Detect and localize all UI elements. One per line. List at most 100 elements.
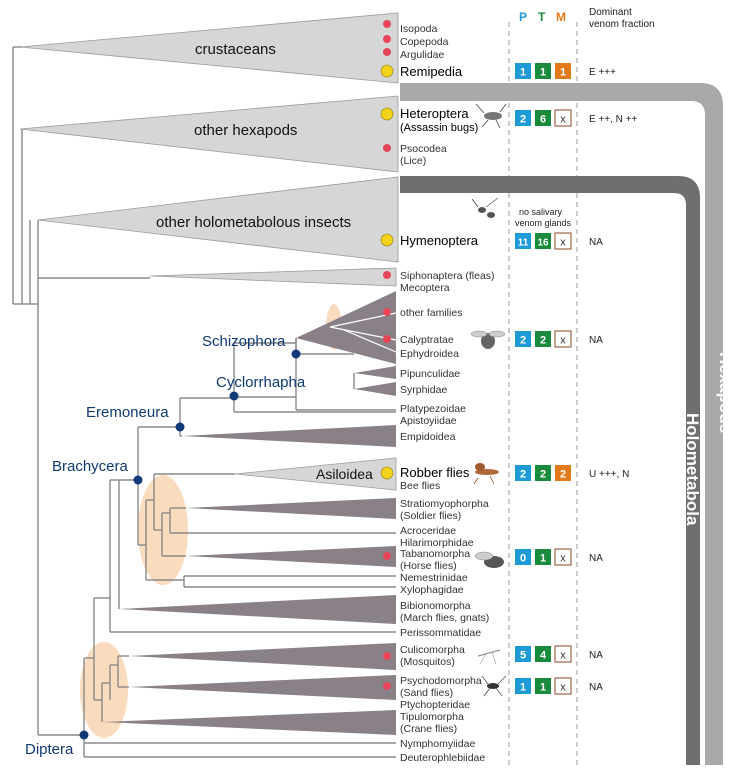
taxon-acroceridae: Acroceridae — [400, 525, 456, 537]
taxon-nymphomyiidae: Nymphomyiidae — [400, 738, 475, 750]
count-value-m: x — [560, 682, 566, 694]
robber-fly-icon — [473, 463, 499, 485]
count-box-m — [555, 63, 571, 79]
taxon-bee-flies: Bee flies — [400, 480, 440, 492]
count-value-t: 1 — [540, 553, 546, 565]
taxon-empidoidea: Empidoidea — [400, 431, 456, 443]
count-box-p — [515, 331, 531, 347]
taxon-xylophagidae: Xylophagidae — [400, 584, 464, 596]
wasp-icon — [471, 197, 499, 218]
count-box-m — [554, 330, 572, 348]
taxon-culicomorpha-sub: (Mosquitos) — [400, 656, 455, 668]
header-dominant-2: venom fraction — [589, 19, 655, 30]
taxon-perissommatidae: Perissommatidae — [400, 627, 481, 639]
count-box-t — [535, 646, 551, 662]
taxon-mecoptera: Mecoptera — [400, 282, 450, 294]
count-value-p: 2 — [520, 469, 526, 481]
count-value-m: x — [560, 335, 566, 347]
header-p: P — [519, 10, 527, 24]
taxon-tipulomorpha: Tipulomorpha — [400, 711, 464, 723]
schizophora-node — [291, 349, 301, 359]
dominant-fraction: NA — [589, 553, 603, 564]
taxon-argulidae: Argulidae — [400, 49, 445, 61]
count-value-m: x — [560, 114, 566, 126]
count-box-m — [554, 232, 572, 250]
count-box-m — [554, 677, 572, 695]
yellow-dots — [380, 64, 394, 480]
count-value-m: 1 — [560, 67, 566, 79]
taxon-syrphidae: Syrphidae — [400, 384, 447, 396]
taxon-platypezoidae: Platypezoidae — [400, 403, 466, 415]
column-header: P T M Dominant venom fraction — [519, 7, 655, 30]
taxon-tabanomorpha: Tabanomorpha — [400, 548, 470, 560]
count-box-p — [515, 678, 531, 694]
count-box-p — [515, 63, 531, 79]
other-holometabolous-label: other holometabolous insects — [156, 214, 351, 231]
count-value-m: x — [560, 237, 566, 249]
header-t: T — [538, 10, 546, 24]
taxon-hymenoptera: Hymenoptera — [400, 233, 479, 248]
count-value-p: 2 — [520, 335, 526, 347]
horse-fly-icon — [474, 551, 504, 568]
count-value-p: 2 — [520, 114, 526, 126]
count-box-p — [515, 646, 531, 662]
asiloidea-label: Asiloidea — [316, 466, 373, 482]
count-value-t: 6 — [540, 114, 546, 126]
count-box-m — [554, 109, 572, 127]
count-value-t: 16 — [537, 238, 549, 249]
count-value-t: 2 — [540, 335, 546, 347]
taxon-robber-flies: Robber flies — [400, 465, 470, 480]
collapsed-clades-dark — [102, 291, 396, 735]
taxon-psocodea: Psocodea — [400, 143, 447, 155]
taxon-tipulomorpha-sub: (Crane flies) — [400, 723, 457, 735]
taxon-isopoda: Isopoda — [400, 23, 438, 35]
taxon-heteroptera-sub: (Assassin bugs) — [400, 122, 478, 134]
count-value-m: x — [560, 650, 566, 662]
other-hexapods-label: other hexapods — [194, 122, 297, 139]
highlight-ellipses — [80, 304, 342, 738]
collapsed-clades-light — [19, 12, 399, 491]
count-value-m: x — [560, 553, 566, 565]
taxon-hilarimorphidae: Hilarimorphidae — [400, 537, 474, 549]
no-glands-2: venom glands — [515, 218, 572, 228]
brachycera-node — [133, 475, 143, 485]
taxon-ephydroidea: Ephydroidea — [400, 348, 459, 360]
dominant-fraction: E ++, N ++ — [589, 114, 638, 125]
dominant-fraction: E +++ — [589, 67, 616, 78]
count-box-t — [535, 549, 551, 565]
taxon-nemestrinidae: Nemestrinidae — [400, 572, 468, 584]
eremoneura-node — [175, 422, 185, 432]
count-box-t — [535, 331, 551, 347]
diptera-label: Diptera — [25, 741, 74, 758]
taxon-bibionomorpha-sub: (March flies, gnats) — [400, 612, 489, 624]
count-value-t: 4 — [540, 650, 547, 662]
holometabola-label: Holometabola — [683, 413, 702, 526]
count-box-m — [554, 548, 572, 566]
taxon-psychodomorpha-sub: (Sand flies) — [400, 687, 453, 699]
count-value-t: 1 — [540, 682, 546, 694]
taxon-stratiomyophorpha-sub: (Soldier flies) — [400, 510, 461, 522]
dominant-fraction: NA — [589, 335, 603, 346]
diptera-node — [79, 730, 89, 740]
no-glands-1: no salivary — [519, 207, 563, 217]
count-value-m: 2 — [560, 469, 566, 481]
count-box-t — [535, 678, 551, 694]
taxon-siphonaptera: Siphonaptera (fleas) — [400, 270, 495, 282]
count-value-p: 0 — [520, 553, 526, 565]
taxon-culicomorpha: Culicomorpha — [400, 644, 465, 656]
count-box-m — [555, 465, 571, 481]
count-box-p — [515, 233, 531, 249]
taxon-calyptratae: Calyptratae — [400, 334, 454, 346]
header-m: M — [556, 10, 566, 24]
column-guides — [508, 22, 578, 765]
mosquito-icon — [477, 649, 501, 665]
dominant-fraction: NA — [589, 682, 603, 693]
crustaceans-label: crustaceans — [195, 41, 276, 58]
brachycera-label: Brachycera — [52, 458, 129, 475]
count-value-p: 5 — [520, 650, 526, 662]
venom-dots — [383, 20, 391, 690]
taxon-pipunculidae: Pipunculidae — [400, 368, 460, 380]
taxon-psychodomorpha: Psychodomorpha — [400, 675, 482, 687]
cyclorrhapha-label: Cyclorrhapha — [216, 374, 306, 391]
